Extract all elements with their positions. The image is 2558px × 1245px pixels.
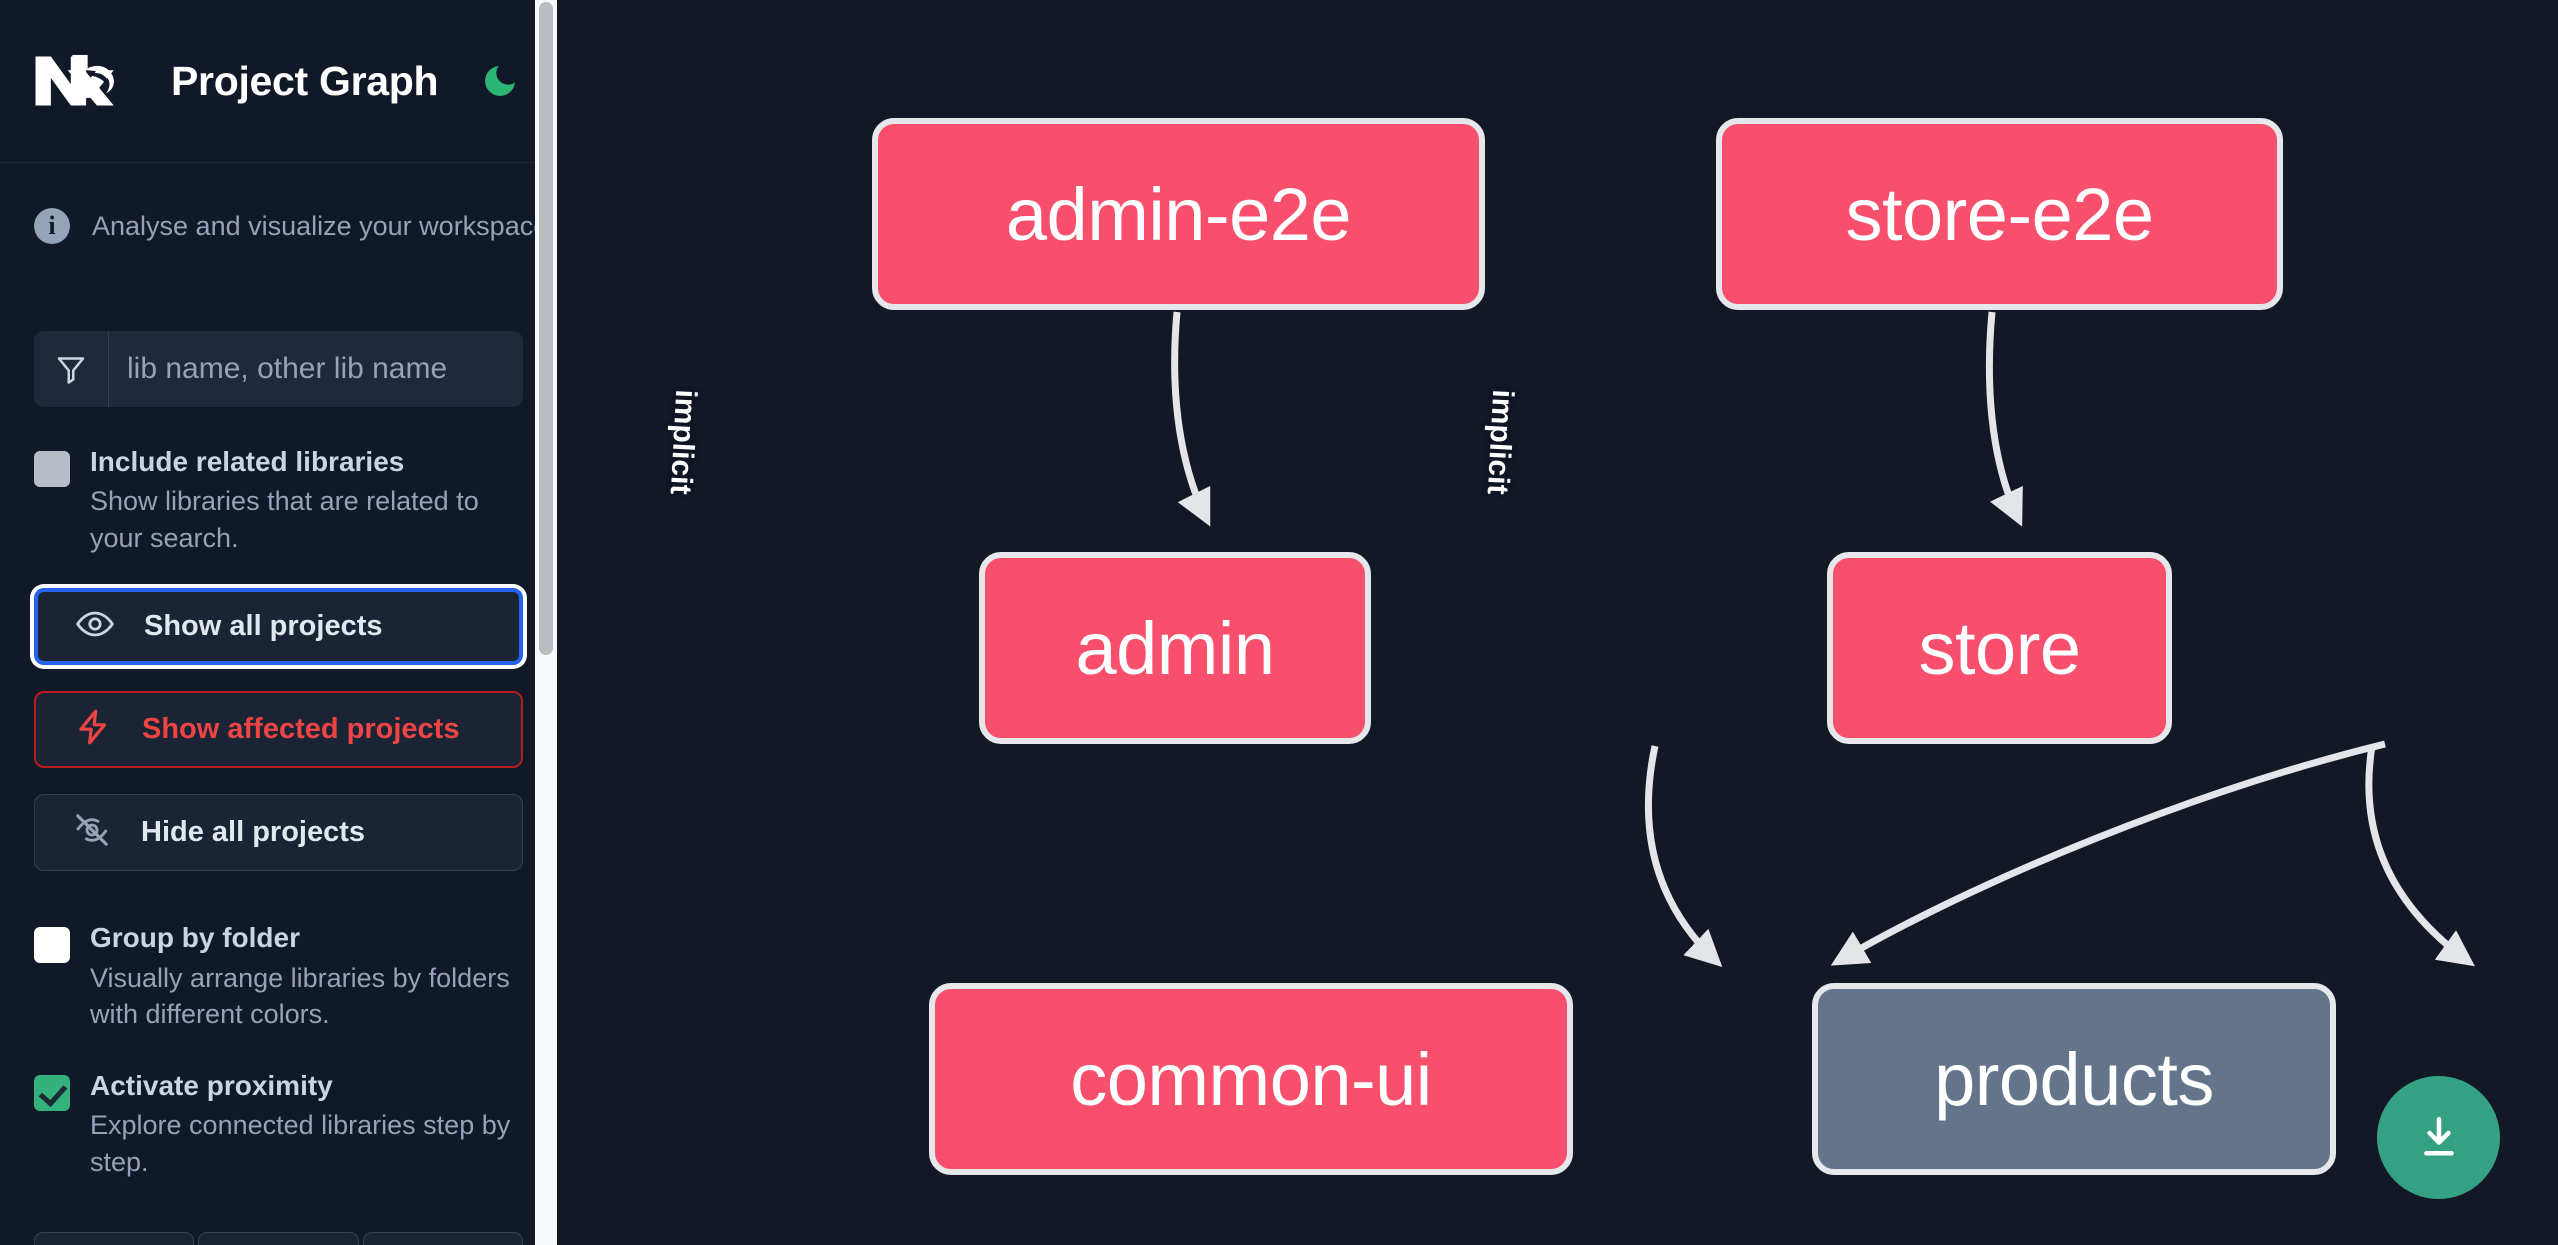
checkbox-group-by-folder[interactable] — [34, 927, 70, 964]
moon-icon[interactable] — [476, 57, 523, 105]
proximity-step-controls[interactable] — [34, 1232, 523, 1245]
filter-icon — [34, 331, 109, 407]
search-input[interactable] — [109, 331, 523, 407]
sidebar-scrollbar-track[interactable] — [535, 0, 557, 1245]
option-activate-proximity[interactable]: Activate proximity Explore connected lib… — [34, 1069, 523, 1180]
option-title: Activate proximity — [90, 1069, 333, 1101]
proximity-step-button[interactable] — [198, 1232, 359, 1245]
option-title: Include related libraries — [90, 446, 405, 477]
graph-node-admin-e2e[interactable]: admin-e2e — [872, 118, 1485, 310]
edge-store-common-ui — [1830, 740, 2386, 966]
edge-admin-e2e-admin — [1171, 311, 1211, 527]
tagline: i Analyse and visualize your workspace. — [34, 163, 556, 254]
download-button[interactable] — [2377, 1076, 2500, 1199]
graph-node-store-e2e[interactable]: store-e2e — [1716, 118, 2283, 310]
show-affected-projects-button[interactable]: Show affected projects — [34, 691, 523, 769]
checkbox-activate-proximity[interactable] — [34, 1074, 70, 1111]
download-icon — [2423, 1116, 2454, 1156]
option-desc: Explore connected libraries step by step… — [90, 1109, 511, 1177]
tagline-text: Analyse and visualize your workspace. — [92, 210, 556, 241]
edge-label-admin-e2e-admin: implicit — [663, 388, 703, 496]
proximity-step-button[interactable] — [362, 1232, 523, 1245]
option-desc: Visually arrange libraries by folders wi… — [90, 962, 510, 1030]
eye-icon — [75, 604, 115, 649]
show-all-projects-button[interactable]: Show all projects — [34, 588, 523, 666]
show-affected-projects-label: Show affected projects — [142, 713, 460, 746]
eye-off-icon — [72, 810, 112, 855]
option-group-by-folder[interactable]: Group by folder Visually arrange librari… — [34, 921, 523, 1032]
sidebar-header: Project Graph — [0, 0, 557, 163]
hide-all-projects-label: Hide all projects — [141, 816, 366, 849]
graph-canvas[interactable]: admin-e2e store-e2e admin store common-ui pro… — [557, 0, 2558, 1245]
app-title: Project Graph — [171, 57, 439, 104]
info-icon: i — [34, 208, 70, 244]
graph-node-products[interactable]: products — [1812, 983, 2336, 1175]
sidebar-body: i Analyse and visualize your workspace. … — [0, 163, 557, 1180]
hide-all-projects-button[interactable]: Hide all projects — [34, 794, 523, 872]
graph-node-common-ui[interactable]: common-ui — [929, 983, 1573, 1175]
edge-label-store-e2e-store: implicit — [1480, 388, 1520, 496]
show-all-projects-label: Show all projects — [144, 610, 383, 643]
nx-logo-icon — [34, 50, 126, 112]
sidebar: Project Graph i Analyse and visualize yo… — [0, 0, 557, 1245]
graph-node-admin[interactable]: admin — [979, 552, 1371, 744]
proximity-step-button[interactable] — [34, 1232, 195, 1245]
filter-row[interactable] — [34, 331, 523, 407]
option-desc: Show libraries that are related to your … — [90, 486, 479, 553]
edge-store-e2e-store — [1985, 311, 2023, 527]
option-include-related-libraries[interactable]: Include related libraries Show libraries… — [34, 445, 523, 556]
checkbox-include-related-libraries[interactable] — [34, 451, 70, 487]
sidebar-scrollbar-thumb[interactable] — [539, 2, 553, 655]
lightning-icon — [73, 707, 113, 752]
option-title: Group by folder — [90, 922, 300, 954]
graph-node-store[interactable]: store — [1827, 552, 2172, 744]
edge-admin-common-ui — [1645, 745, 1723, 968]
edge-store-products — [2365, 745, 2475, 967]
